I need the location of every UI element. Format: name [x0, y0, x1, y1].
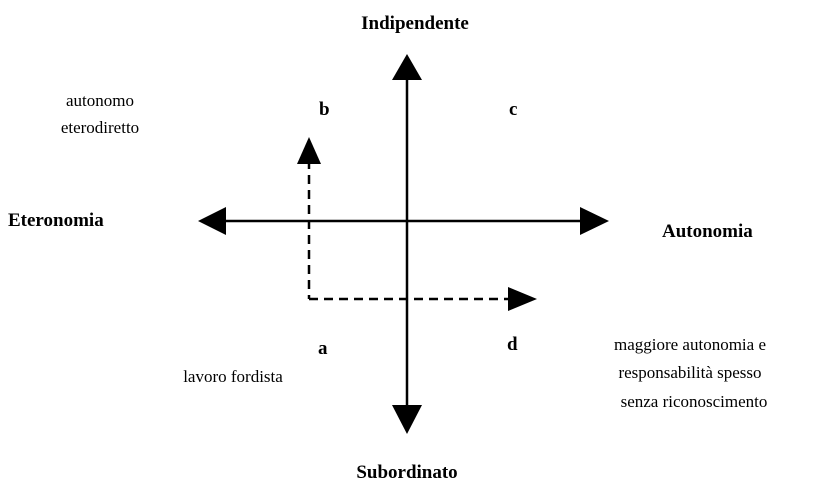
- label-indipendente: Indipendente: [361, 13, 469, 34]
- desc-a: lavoro fordista: [183, 367, 283, 386]
- quadrant-letter-c: c: [509, 99, 517, 120]
- label-subordinato: Subordinato: [356, 462, 457, 483]
- desc-d-line2: responsabilità spesso: [618, 363, 761, 382]
- arrow-left-head: [198, 207, 226, 235]
- dashed-arrow-up-head: [297, 137, 321, 164]
- dashed-arrow-right-head: [508, 287, 537, 311]
- quadrant-letter-a: a: [318, 338, 328, 359]
- arrow-right-head: [580, 207, 609, 235]
- desc-d-line3: senza riconoscimento: [621, 392, 768, 411]
- desc-b-line2: eterodiretto: [61, 118, 139, 137]
- label-eteronomia: Eteronomia: [8, 210, 104, 231]
- arrow-up-head: [392, 54, 422, 80]
- quadrant-letter-b: b: [319, 99, 330, 120]
- arrow-down-head: [392, 405, 422, 434]
- desc-b-line1: autonomo: [66, 91, 134, 110]
- desc-d-line1: maggiore autonomia e: [614, 335, 766, 354]
- label-autonomia: Autonomia: [662, 221, 753, 242]
- quadrant-letter-d: d: [507, 334, 518, 355]
